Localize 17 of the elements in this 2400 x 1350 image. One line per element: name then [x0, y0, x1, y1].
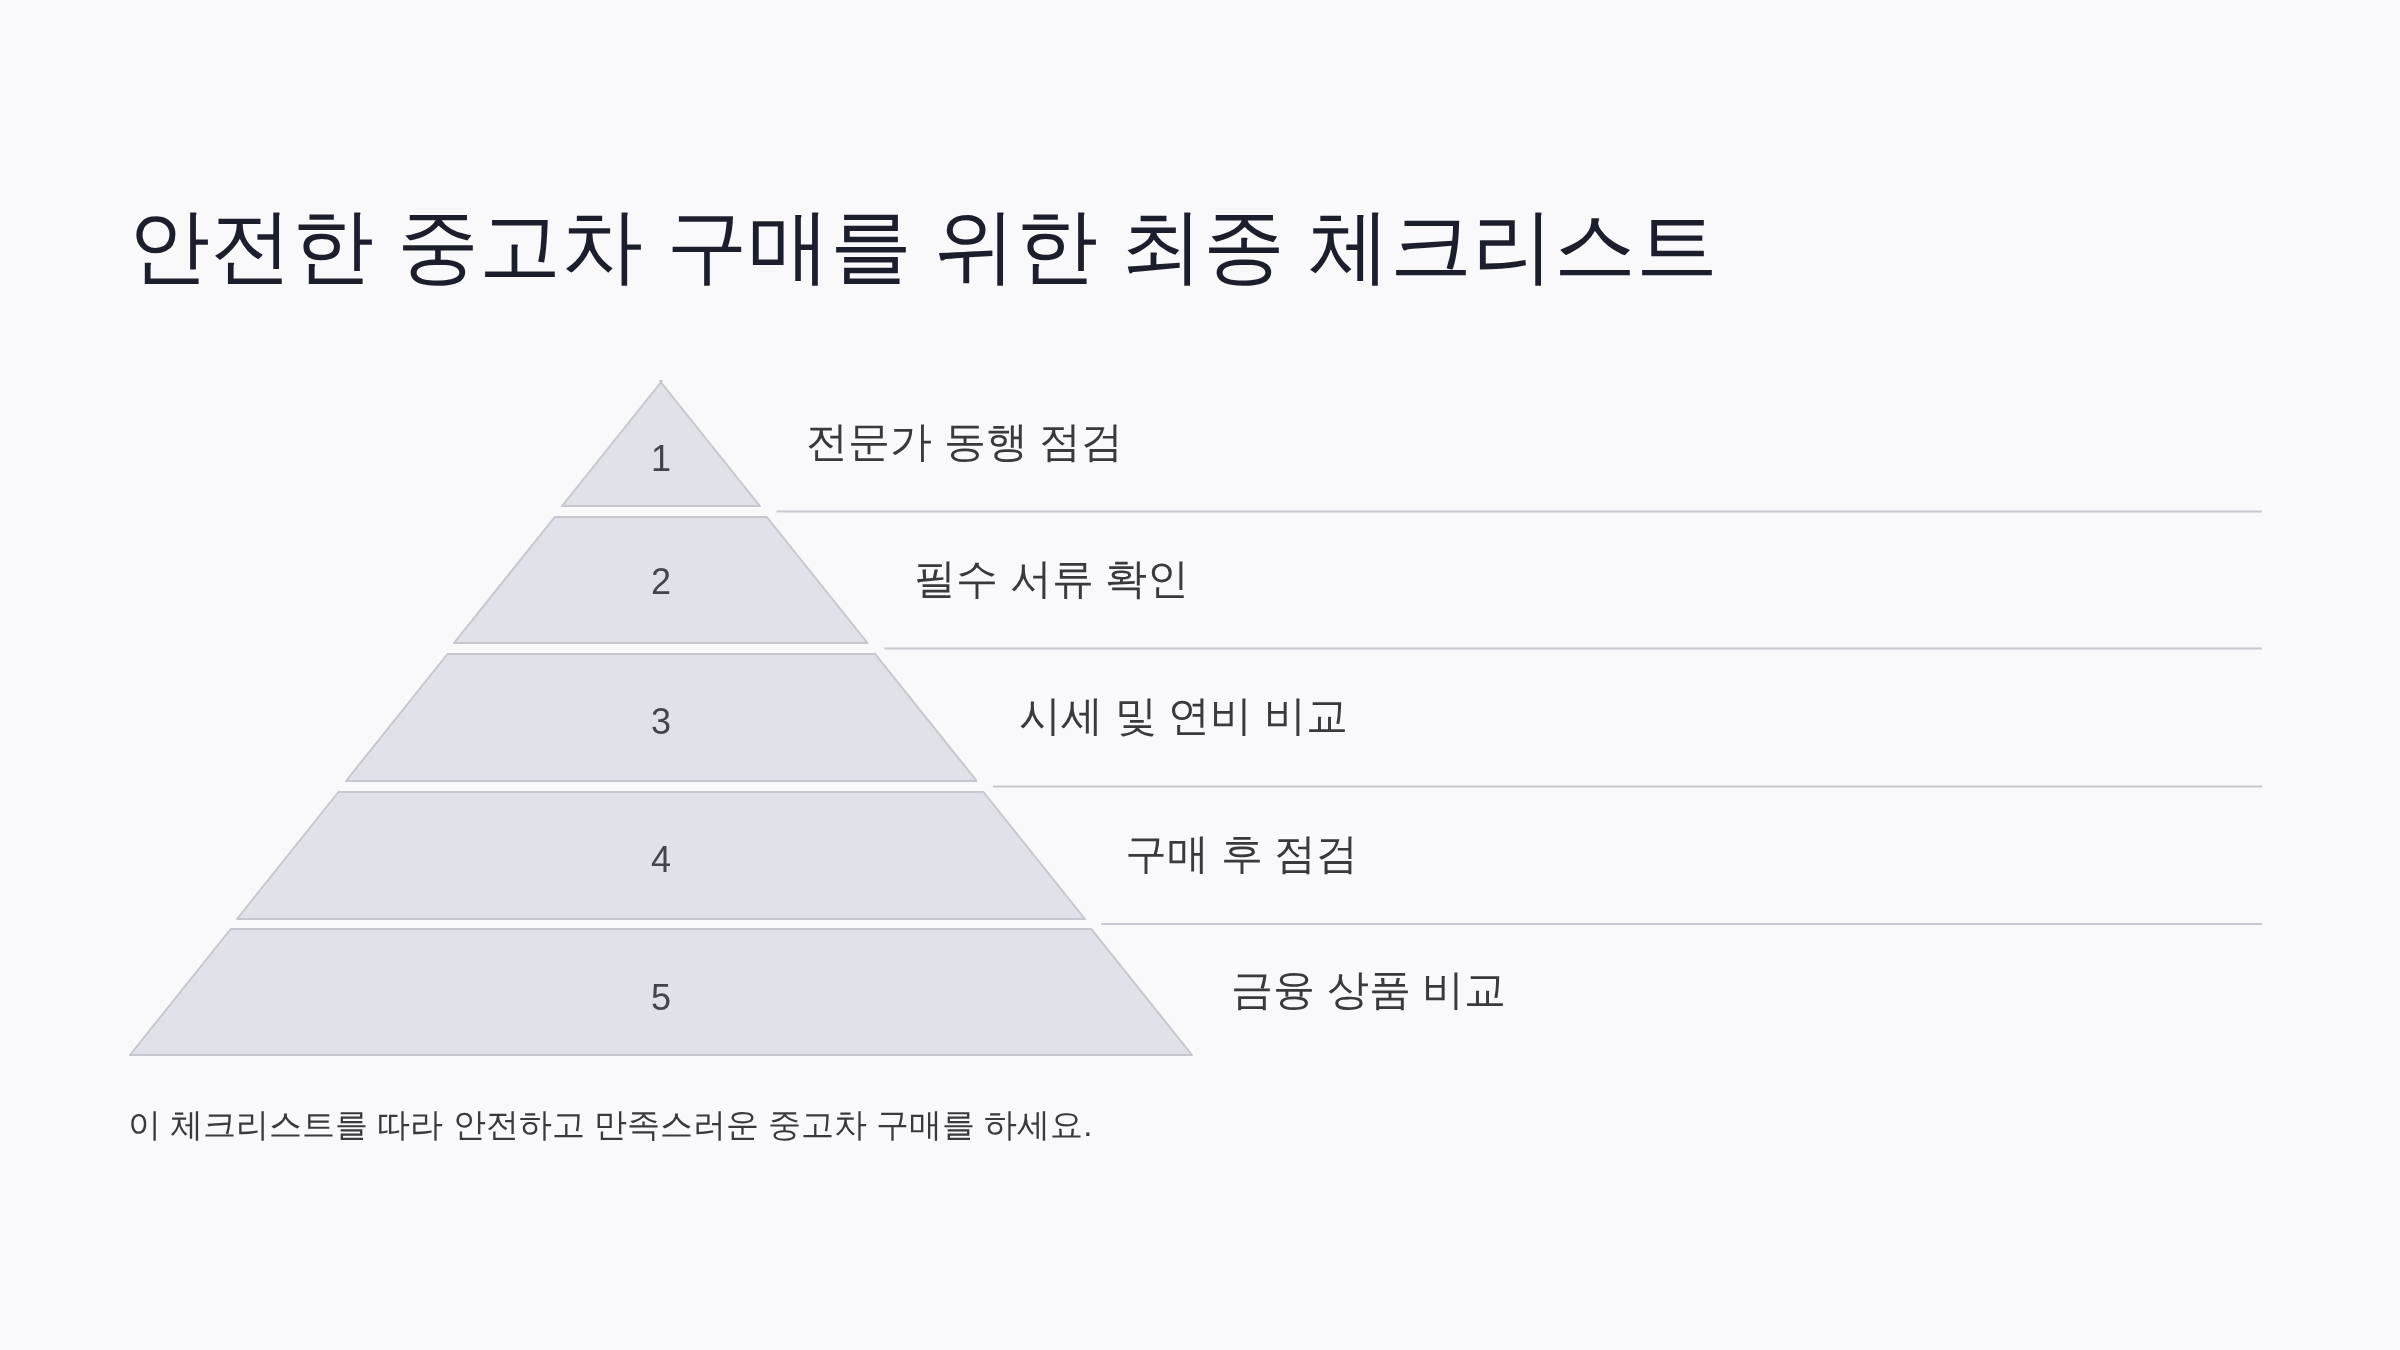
pyramid-level: [561, 380, 761, 507]
title: 안전한 중고차 구매를 위한 최종 체크리스트: [128, 199, 1718, 293]
step-number: 2: [650, 560, 671, 604]
caption: 이 체크리스트를 따라 안전하고 만족스러운 중고차 구매를 하세요.: [128, 1105, 1093, 1145]
pyramid-level: [236, 791, 1086, 920]
step-label: 전문가 동행 점검: [806, 417, 1124, 467]
step-label: 시세 및 연비 비교: [1019, 691, 1348, 741]
pyramid-level: [344, 653, 978, 782]
step-number: 4: [650, 838, 671, 882]
step-label: 구매 후 점검: [1125, 829, 1359, 879]
step-number: 1: [650, 437, 671, 481]
step-label: 필수 서류 확인: [914, 554, 1190, 604]
pyramid-level: [129, 928, 1193, 1056]
step-number: 5: [650, 976, 671, 1020]
step-number: 3: [650, 700, 671, 744]
step-label: 금융 상품 비교: [1231, 965, 1507, 1015]
pyramid-level: [453, 516, 869, 644]
